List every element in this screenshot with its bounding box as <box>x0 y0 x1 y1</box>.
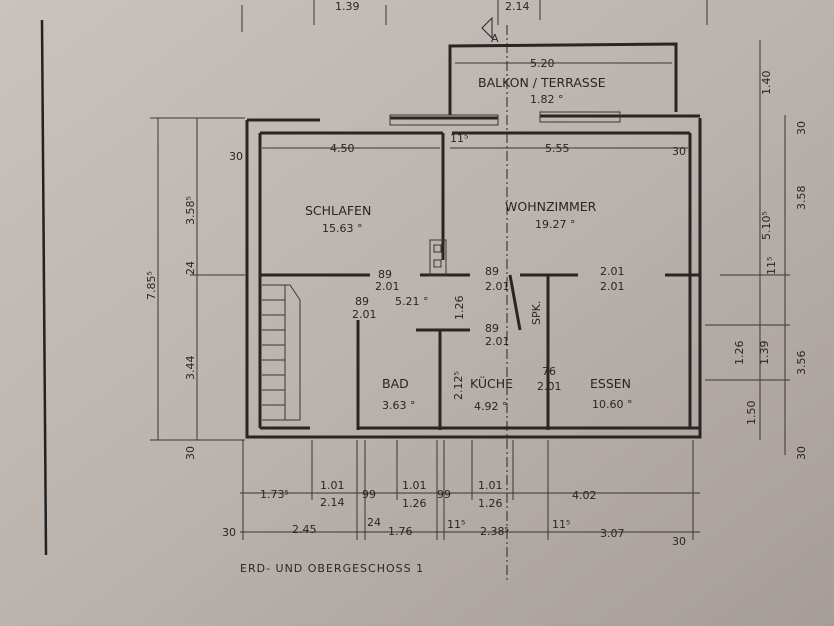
staircase <box>262 284 301 421</box>
top-dimension-ticks <box>241 0 708 32</box>
dim-right-139: 1.39 <box>758 341 771 366</box>
plan-title: ERD- UND OBERGESCHOSS 1 <box>240 562 424 575</box>
dim-bottom2-24: 24 <box>367 516 381 529</box>
room-balkon-area: 1.82 ° <box>530 93 564 106</box>
door-flur-height: 2.01 <box>375 280 400 293</box>
room-essen-name: ESSEN <box>590 376 631 391</box>
dim-bottom-101-c: 1.01 <box>478 479 503 492</box>
dim-balkon-depth: 1.40 <box>760 71 773 96</box>
dim-bottom-1735: 1.73⁵ <box>260 488 289 501</box>
dim-right-115: 11⁵ <box>765 257 778 275</box>
dim-bottom-126-b: 1.26 <box>478 497 503 510</box>
right-dimension-lines <box>705 40 790 455</box>
dim-balkon-width: 5.20 <box>530 57 555 70</box>
section-marker: A <box>491 32 499 45</box>
room-flur-area: 5.21 ° <box>395 295 429 308</box>
walls <box>245 111 702 439</box>
room-wohnzimmer-area: 19.27 ° <box>535 218 576 231</box>
dim-right-126: 1.26 <box>733 341 746 366</box>
door-essen-width: 76 <box>542 365 556 378</box>
dim-right-30-top: 30 <box>795 121 808 135</box>
room-bad-area: 3.63 ° <box>382 399 416 412</box>
dim-wall-30-right: 30 <box>672 145 686 158</box>
door-bad-height: 2.01 <box>352 308 377 321</box>
room-balkon-name: BALKON / TERRASSE <box>478 75 606 90</box>
dim-wohn-width: 5.55 <box>545 142 570 155</box>
dim-right-30-bottom: 30 <box>795 446 808 460</box>
dim-top-2: 2.14 <box>505 0 530 13</box>
door-bad-width: 89 <box>355 295 369 308</box>
door-kueche-height: 2.01 <box>485 335 510 348</box>
dim-left-upper: 3.58⁵ <box>184 196 197 225</box>
room-schlafen-name: SCHLAFEN <box>305 203 371 218</box>
dim-bottom2-2385: 2.38⁵ <box>480 525 509 538</box>
opening-height: 2.01 <box>600 280 625 293</box>
dim-kueche-2125: 2.12⁵ <box>452 371 465 400</box>
door-essen-height: 2.01 <box>537 380 562 393</box>
door-flur-width: 89 <box>378 268 392 281</box>
dim-bottom2-115-a: 11⁵ <box>447 518 465 531</box>
dim-flur-126: 1.26 <box>453 296 466 321</box>
door-wohn-width: 89 <box>485 265 499 278</box>
room-wohnzimmer-name: WOHNZIMMER <box>505 199 597 214</box>
section-arrow-icon <box>481 16 493 40</box>
dim-schlafen-width: 4.50 <box>330 142 355 155</box>
dim-top-1: 1.39 <box>335 0 360 13</box>
door-kueche-width: 89 <box>485 322 499 335</box>
dim-right-150: 1.50 <box>745 401 758 426</box>
room-essen-area: 10.60 ° <box>592 398 633 411</box>
dim-left-30: 30 <box>184 446 197 460</box>
dim-bottom-214: 2.14 <box>320 496 345 509</box>
room-spk-name: SPK. <box>530 301 543 325</box>
dim-bottom-99-b: 99 <box>437 488 451 501</box>
dim-bottom2-245: 2.45 <box>292 523 317 536</box>
dim-bottom-99-a: 99 <box>362 488 376 501</box>
dim-bottom-402: 4.02 <box>572 489 597 502</box>
dim-wall-115: 11⁵ <box>450 132 468 145</box>
room-bad-name: BAD <box>382 376 409 391</box>
door-wohn-height: 2.01 <box>485 280 510 293</box>
dim-right-356: 3.56 <box>795 351 808 376</box>
dim-left-24: 24 <box>184 261 197 275</box>
dim-bottom2-307: 3.07 <box>600 527 625 540</box>
dim-wall-30-left: 30 <box>229 150 243 163</box>
dim-bottom-126-a: 1.26 <box>402 497 427 510</box>
room-kueche-name: KÜCHE <box>470 375 513 391</box>
bottom-dimension-lines <box>240 440 700 540</box>
dim-left-total: 7.85⁵ <box>145 271 158 300</box>
dim-bottom-101-b: 1.01 <box>402 479 427 492</box>
dim-bottom2-30-right: 30 <box>672 535 686 548</box>
room-kueche-area: 4.92 ° <box>474 400 508 413</box>
dim-left-lower: 3.44 <box>184 356 197 381</box>
balcony-wall <box>448 42 678 115</box>
dim-right-upper-inner: 5.10⁵ <box>760 211 773 240</box>
room-schlafen-area: 15.63 ° <box>322 222 363 235</box>
dim-right-upper: 3.58 <box>795 186 808 211</box>
left-dimension-lines <box>150 117 245 441</box>
dim-bottom2-30-left: 30 <box>222 526 236 539</box>
opening-width: 2.01 <box>600 265 625 278</box>
margin-line <box>40 19 48 556</box>
dim-bottom2-115-b: 11⁵ <box>552 518 570 531</box>
dim-bottom-101-a: 1.01 <box>320 479 345 492</box>
dim-bottom2-176: 1.76 <box>388 525 413 538</box>
